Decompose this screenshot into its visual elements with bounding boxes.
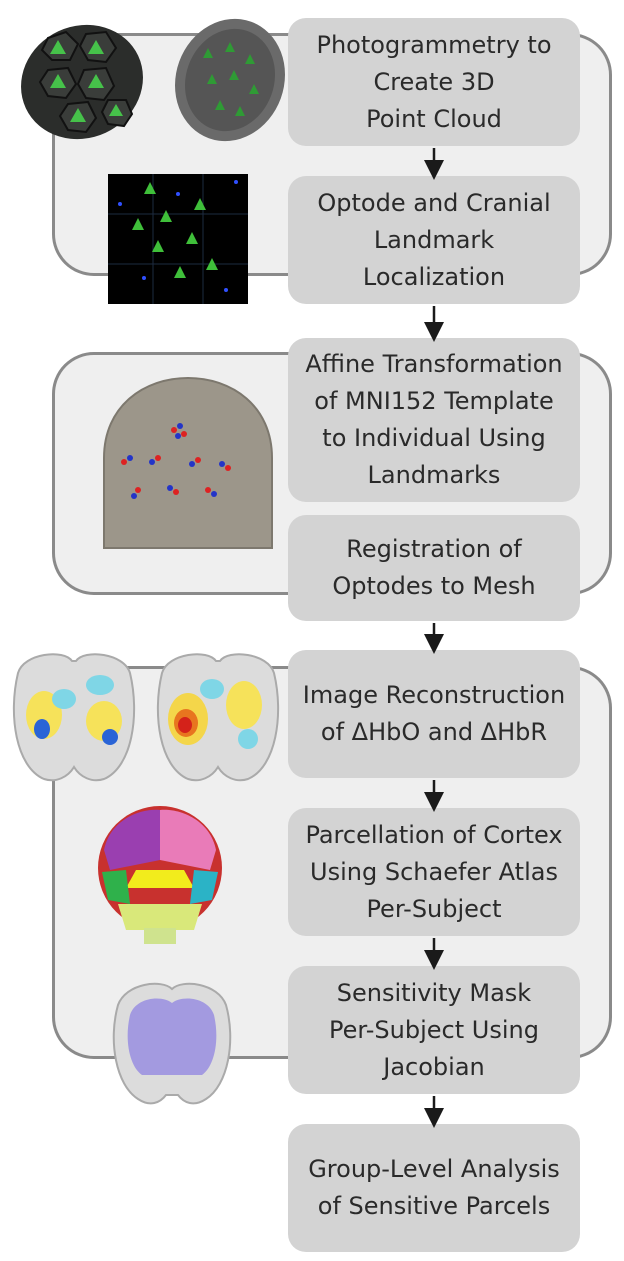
sensitivity-mask-brain	[112, 982, 232, 1105]
step-optode-localization: Optode and Cranial Landmark Localization	[288, 176, 580, 304]
point-cloud-render	[175, 18, 285, 142]
step-optode-registration: Registration of Optodes to Mesh	[288, 515, 580, 621]
step-image-reconstruction: Image Reconstruction of ΔHbO and ΔHbR	[288, 650, 580, 778]
step-affine-transformation: Affine Transformation of MNI152 Template…	[288, 338, 580, 502]
step-group-analysis: Group-Level Analysis of Sensitive Parcel…	[288, 1124, 580, 1252]
head-mesh-with-optodes	[103, 376, 273, 549]
step-photogrammetry: Photogrammetry to Create 3D Point Cloud	[288, 18, 580, 146]
brain-activation-map-right	[156, 653, 280, 782]
step-sensitivity-mask: Sensitivity Mask Per-Subject Using Jacob…	[288, 966, 580, 1094]
step-parcellation: Parcellation of Cortex Using Schaefer At…	[288, 808, 580, 936]
schaefer-parcellation-brain	[98, 806, 222, 944]
fnirs-cap-photo	[21, 24, 143, 140]
optode-landmark-plot	[108, 174, 248, 304]
brain-activation-map-left	[12, 653, 136, 782]
